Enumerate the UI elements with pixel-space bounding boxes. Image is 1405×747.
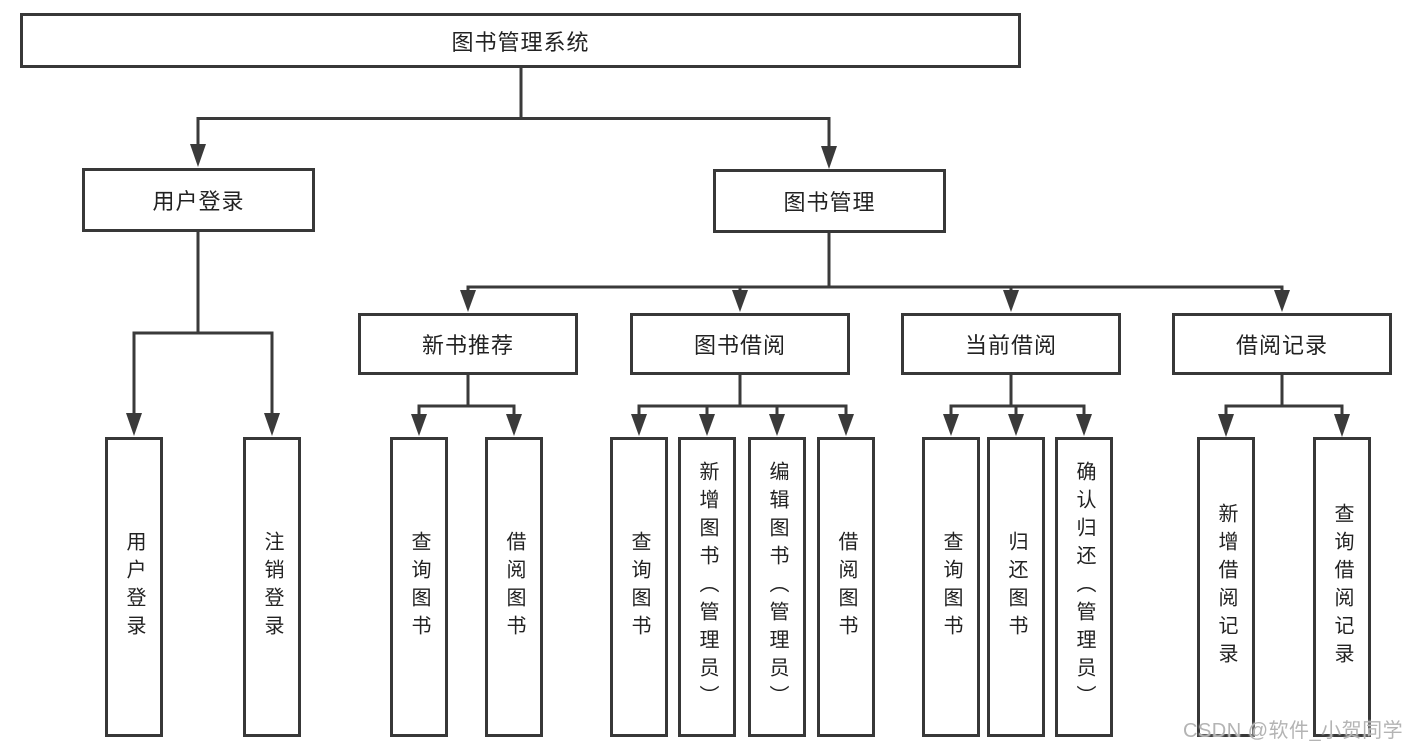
- leaf-label: 查询图书: [628, 531, 650, 643]
- leaf-borrow-books-recommend: 借阅图书: [485, 437, 543, 737]
- node-current-borrowing: 当前借阅: [901, 313, 1121, 375]
- leaf-label: 编辑图书（管理员）: [766, 461, 788, 713]
- leaf-confirm-return-admin: 确认归还（管理员）: [1055, 437, 1113, 737]
- node-label: 图书管理系统: [451, 29, 590, 55]
- node-label: 新书推荐: [421, 333, 514, 358]
- leaf-label: 借阅图书: [835, 531, 857, 643]
- node-label: 当前借阅: [964, 333, 1057, 358]
- leaf-query-books-recommend: 查询图书: [390, 437, 448, 737]
- node-label: 用户登录: [152, 189, 245, 214]
- node-user-login: 用户登录: [82, 168, 315, 232]
- leaf-query-books-borrowing: 查询图书: [610, 437, 668, 737]
- leaf-query-borrow-record: 查询借阅记录: [1313, 437, 1371, 737]
- node-new-book-recommend: 新书推荐: [358, 313, 578, 375]
- leaf-add-borrow-record: 新增借阅记录: [1197, 437, 1255, 737]
- leaf-label: 新增图书（管理员）: [696, 461, 718, 713]
- leaf-label: 查询图书: [408, 531, 430, 643]
- leaf-user-login: 用户登录: [105, 437, 163, 737]
- leaf-label: 查询借阅记录: [1331, 503, 1353, 671]
- node-library-management-system: 图书管理系统: [20, 13, 1021, 68]
- node-label: 图书管理: [783, 190, 876, 215]
- leaf-label: 查询图书: [940, 531, 962, 643]
- leaf-label: 借阅图书: [503, 531, 525, 643]
- node-borrowing-records: 借阅记录: [1172, 313, 1392, 375]
- node-label: 图书借阅: [693, 333, 786, 358]
- leaf-edit-books-admin: 编辑图书（管理员）: [748, 437, 806, 737]
- leaf-query-books-current: 查询图书: [922, 437, 980, 737]
- node-book-borrowing: 图书借阅: [630, 313, 850, 375]
- leaf-return-books: 归还图书: [987, 437, 1045, 737]
- leaf-logout: 注销登录: [243, 437, 301, 737]
- leaf-borrow-books: 借阅图书: [817, 437, 875, 737]
- node-label: 借阅记录: [1235, 333, 1328, 358]
- csdn-watermark: CSDN @软件_小贺同学: [1183, 720, 1404, 742]
- leaf-add-books-admin: 新增图书（管理员）: [678, 437, 736, 737]
- leaf-label: 归还图书: [1005, 531, 1027, 643]
- leaf-label: 用户登录: [123, 531, 145, 643]
- leaf-label: 新增借阅记录: [1215, 503, 1237, 671]
- node-book-management: 图书管理: [713, 169, 946, 233]
- leaf-label: 确认归还（管理员）: [1073, 461, 1095, 713]
- leaf-label: 注销登录: [261, 531, 283, 643]
